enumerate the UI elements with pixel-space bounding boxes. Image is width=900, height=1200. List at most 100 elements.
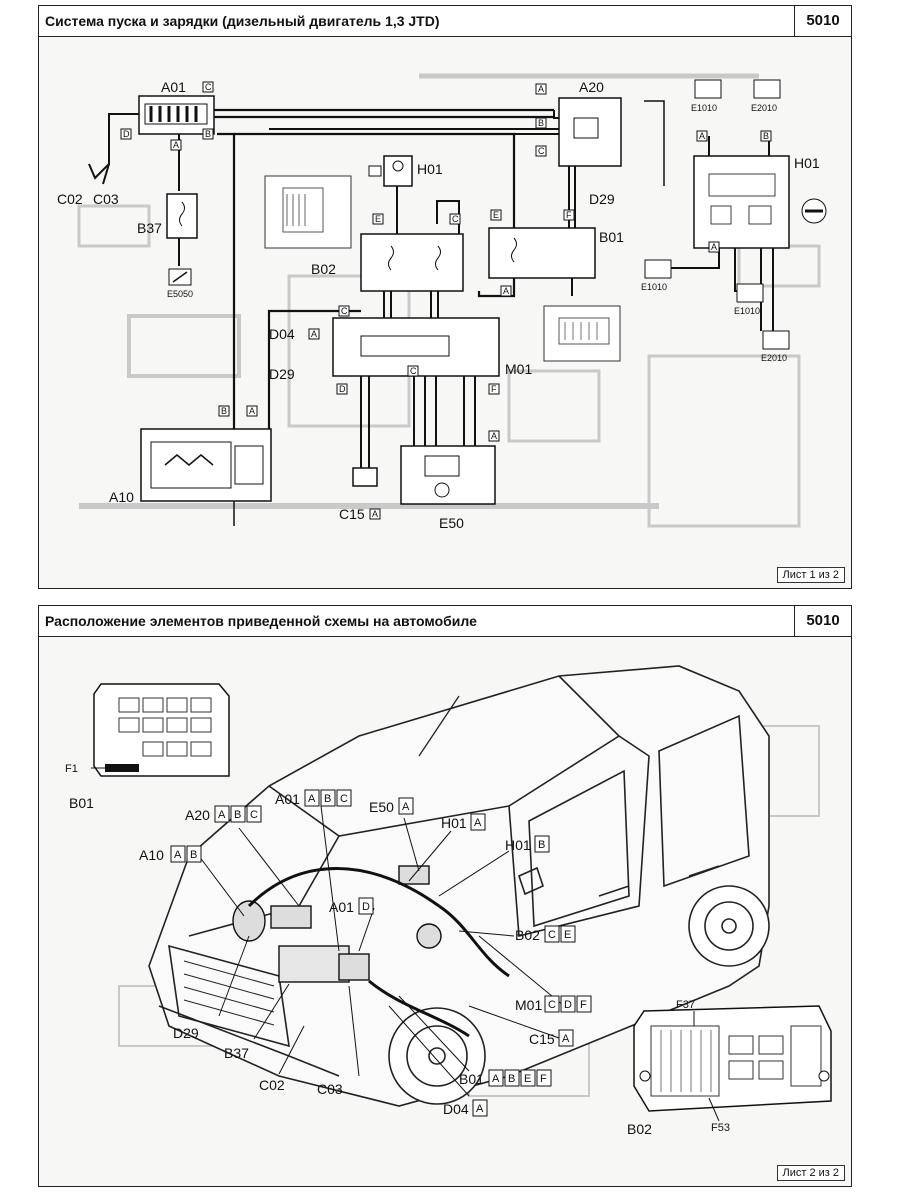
callout-E50: E50 A [369,797,414,815]
callout-labels: A20 A B C A01 A B C E50 A H01 A H01 B [139,789,592,1117]
svg-text:B01: B01 [459,1071,484,1087]
svg-text:H01: H01 [505,837,531,853]
svg-text:A20: A20 [185,807,210,823]
svg-text:D: D [339,384,346,394]
svg-text:A: A [699,131,705,141]
svg-text:C: C [340,793,348,805]
label-E50: E50 [439,515,464,531]
svg-text:E1010: E1010 [734,306,760,316]
callout-A01-D: A01 D [329,897,374,915]
svg-text:A10: A10 [139,847,164,863]
label-D29-top: D29 [589,191,615,207]
svg-text:C: C [410,366,417,376]
label-A20: A20 [579,79,604,95]
component-B37: B37 E5050 [137,193,198,299]
callout-H01-B: H01 B [505,835,550,853]
leader-lines [198,805,565,1097]
svg-text:F1: F1 [65,763,78,775]
callout-C15: C15 A [529,1029,574,1047]
svg-text:D: D [564,999,572,1011]
sheet-title-bar: Система пуска и зарядки (дизельный двига… [39,6,851,37]
callout-C03: C03 [317,1081,343,1097]
label-D29: D29 [269,366,295,382]
svg-text:H01: H01 [441,815,467,831]
svg-text:A: A [372,509,378,519]
svg-text:C15: C15 [529,1031,555,1047]
svg-text:B37: B37 [224,1045,249,1061]
component-A20: A20 A B C [535,79,622,167]
svg-text:A: A [218,809,226,821]
svg-text:A: A [249,406,255,416]
label-B01: B01 [599,229,624,245]
svg-text:E1010: E1010 [691,103,717,113]
svg-text:B02: B02 [627,1121,652,1137]
label-C02: C02 [57,191,83,207]
fusebox-B02-inset: F37 F53 B02 [627,999,832,1137]
svg-text:F37: F37 [676,999,695,1011]
svg-text:A: A [173,140,179,150]
svg-text:F: F [566,210,572,220]
svg-text:B: B [324,793,331,805]
label-A10: A10 [109,489,134,505]
svg-text:F: F [540,1073,547,1085]
svg-text:E: E [524,1073,531,1085]
component-H01-relay: H01 [368,155,443,187]
svg-text:B02: B02 [515,927,540,943]
svg-text:A: A [711,242,717,252]
label-E5050: E5050 [167,289,193,299]
component-H01-cluster: H01 E1010 E2010 A B E1010 E1010 E2010 A [641,79,827,363]
svg-text:B: B [508,1073,515,1085]
callout-D04: D04 A [443,1099,488,1117]
svg-text:E1010: E1010 [641,282,667,292]
svg-text:A01: A01 [329,899,354,915]
svg-text:A: A [491,431,497,441]
engine-bay-components [232,865,510,1038]
svg-text:A: A [311,329,317,339]
svg-text:B: B [234,809,241,821]
svg-text:C: C [548,999,556,1011]
svg-text:B: B [205,129,211,139]
svg-text:A: A [402,801,410,813]
callout-B01: B01 A B E F [459,1069,552,1087]
svg-text:A: A [503,286,509,296]
label-H01-right: H01 [794,155,820,171]
component-A10: A10 [109,428,272,505]
component-A01: A01 C D B A [120,79,215,151]
component-M01: M01 D C F [332,317,532,395]
callout-D29: D29 [173,1025,199,1041]
callout-A10: A10 A B [139,845,202,863]
label-B02: B02 [311,261,336,277]
svg-text:B: B [763,131,769,141]
sheet-title: Система пуска и зарядки (дизельный двига… [45,13,440,29]
svg-text:A: A [562,1033,570,1045]
svg-text:C: C [548,929,556,941]
svg-text:E: E [564,929,571,941]
svg-text:F: F [580,999,587,1011]
label-B37: B37 [137,220,162,236]
svg-text:E: E [375,214,381,224]
svg-text:E2010: E2010 [751,103,777,113]
sheet-number: 5010 [794,606,851,636]
svg-text:D: D [123,129,130,139]
label-D04: D04 [269,326,295,342]
callout-H01-A: H01 A [441,813,486,831]
svg-text:E: E [493,210,499,220]
label-C03: C03 [93,191,119,207]
wiring-diagram-sheet: Система пуска и зарядки (дизельный двига… [38,5,852,589]
wiring-schematic: A01 C D B A C02 C03 B37 E5050 H01 [57,73,827,531]
svg-text:D29: D29 [173,1025,199,1041]
svg-text:A: A [174,849,182,861]
page-indicator: Лист 2 из 2 [776,1165,845,1181]
callout-B02: B02 C E [515,925,576,943]
svg-text:A: A [474,817,482,829]
svg-text:C: C [538,146,545,156]
svg-text:D: D [362,901,370,913]
svg-text:M01: M01 [515,997,542,1013]
svg-text:C: C [205,82,212,92]
svg-text:B: B [190,849,197,861]
svg-text:A: A [538,84,544,94]
callout-C02: C02 [259,1077,285,1093]
component-B01: B01 E A [488,209,624,297]
callout-A01: A01 A B C [275,789,352,807]
svg-text:A: A [476,1103,484,1115]
